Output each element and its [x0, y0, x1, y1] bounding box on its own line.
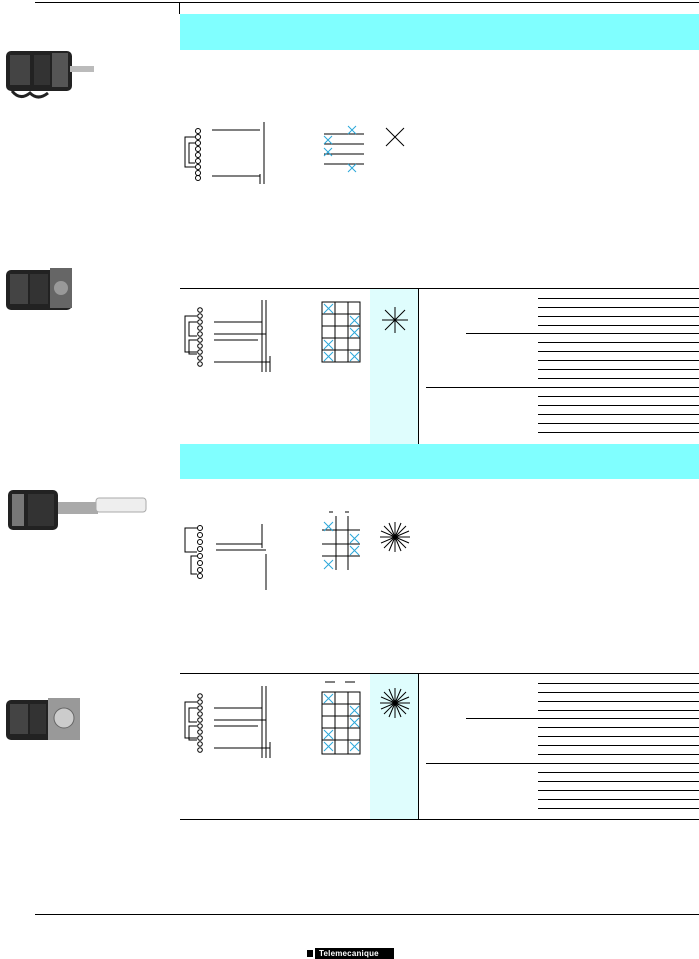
table-rule-2	[180, 288, 699, 289]
table-rule-4	[180, 673, 699, 674]
position-star-1	[385, 127, 405, 147]
product-photo-2	[6, 268, 72, 310]
telemecanique-logo: Telemecanique	[305, 948, 394, 959]
table-row-2a	[538, 298, 699, 299]
table-row-4n	[538, 799, 699, 800]
table-row-2p	[538, 432, 699, 433]
footer-rule	[35, 914, 699, 915]
position-star-2	[382, 307, 408, 333]
table-row-2d	[538, 325, 699, 326]
table-row-4h	[538, 745, 699, 746]
section-band-1	[180, 14, 699, 50]
table-row-4l	[538, 781, 699, 782]
top-rule	[35, 2, 699, 3]
table-row-4a	[538, 683, 699, 684]
table-bottom-rule	[180, 819, 699, 820]
section-band-2	[180, 444, 699, 479]
shaded-column-2	[370, 289, 418, 444]
table-row-2m	[538, 405, 699, 406]
wiring-diagram-2	[184, 300, 271, 372]
table-row-2i	[538, 369, 699, 370]
brand-mark-icon	[305, 948, 315, 959]
table-row-2j	[538, 378, 699, 379]
table-divider-4a	[418, 674, 419, 819]
shaded-column-4	[370, 674, 418, 819]
product-photo-3	[8, 490, 147, 530]
table-row-2b	[538, 307, 699, 308]
wiring-diagram-1	[184, 122, 265, 184]
table-row-4i	[538, 754, 699, 755]
table-row-4d	[538, 710, 699, 711]
table-row-2h	[538, 360, 699, 361]
table-row-2k	[426, 387, 699, 388]
table-row-2f	[538, 342, 699, 343]
position-star-3	[380, 522, 410, 552]
table-row-4e	[466, 718, 699, 719]
wiring-diagram-4	[184, 686, 271, 758]
table-row-2c	[538, 316, 699, 317]
table-row-2e	[466, 333, 699, 334]
brand-name: Telemecanique	[319, 949, 379, 958]
table-row-2o	[538, 423, 699, 424]
table-row-4o	[538, 808, 699, 809]
table-row-2l	[538, 396, 699, 397]
product-photo-1	[6, 51, 94, 99]
contact-matrix-3	[322, 511, 360, 570]
wiring-diagram-3	[184, 524, 267, 590]
table-row-4c	[538, 701, 699, 702]
table-row-2g	[538, 351, 699, 352]
product-photo-4	[6, 698, 80, 740]
table-row-4f	[538, 727, 699, 728]
table-row-2n	[538, 414, 699, 415]
contact-matrix-4	[321, 681, 361, 755]
contact-matrix-1	[323, 125, 364, 173]
table-row-4b	[538, 692, 699, 693]
position-star-4	[380, 688, 410, 718]
contact-matrix-2	[321, 301, 361, 363]
table-row-4j	[426, 763, 699, 764]
table-divider-2a	[418, 289, 419, 444]
table-row-4g	[538, 736, 699, 737]
table-row-4m	[538, 790, 699, 791]
top-divider	[179, 2, 180, 14]
table-row-4k	[538, 772, 699, 773]
